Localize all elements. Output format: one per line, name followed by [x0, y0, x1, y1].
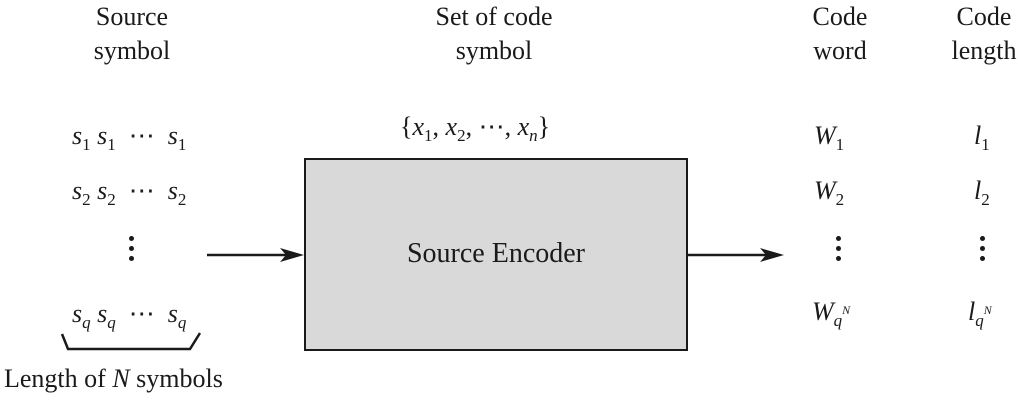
- set-sep-1: ,: [432, 112, 446, 141]
- seq-sub: q: [177, 313, 187, 332]
- code-word-sup: N: [842, 303, 851, 317]
- seq-sym: s: [97, 176, 108, 205]
- header-code-length-line2: length: [951, 36, 1017, 65]
- set-sub-2: 2: [457, 126, 466, 145]
- code-word-sym: W: [812, 297, 834, 326]
- brace-caption-suffix: symbols: [129, 364, 223, 393]
- set-var-2: x: [445, 112, 458, 141]
- header-code-word: Code word: [790, 0, 890, 68]
- header-source-symbol-line2: symbol: [93, 36, 171, 65]
- code-length-sym: l: [968, 297, 976, 326]
- set-var-1: x: [412, 112, 425, 141]
- set-ellipsis: ⋯: [478, 112, 505, 141]
- code-word-sub: 1: [835, 135, 845, 154]
- output-arrow: [686, 248, 784, 262]
- dot: [835, 246, 841, 251]
- code-length-vdots: [977, 236, 987, 266]
- brace-caption-var: N: [112, 364, 130, 393]
- code-length-2: l2: [974, 176, 990, 209]
- code-length-sub: 2: [981, 190, 990, 209]
- seq-sym: s: [72, 176, 83, 205]
- code-word-sub: 2: [835, 190, 845, 209]
- seq-sym: s: [167, 176, 178, 205]
- seq-sub: q: [107, 313, 116, 332]
- seq-sub: q: [82, 313, 91, 332]
- seq-sym: s: [167, 121, 178, 150]
- source-encoder-label: Source Encoder: [406, 238, 586, 269]
- set-sep-2: ,: [465, 112, 479, 141]
- dot: [979, 236, 985, 241]
- underbrace: [60, 332, 202, 351]
- header-source-symbol: Source symbol: [62, 0, 202, 68]
- seq-sym: s: [97, 121, 108, 150]
- seq-sym: s: [97, 299, 108, 328]
- brace-open: {: [400, 112, 413, 141]
- code-word-qN: WqN: [812, 297, 851, 330]
- source-vdots: [126, 236, 136, 266]
- header-source-symbol-line1: Source: [95, 2, 169, 31]
- source-sequence-q: sq sq ⋯ sq: [72, 299, 187, 332]
- header-code-word-line2: word: [813, 36, 867, 65]
- brace-close: }: [537, 112, 551, 141]
- seq-sub: 2: [177, 190, 187, 209]
- dot: [979, 246, 985, 251]
- seq-sym: s: [72, 121, 83, 150]
- set-sub-1: 1: [424, 126, 433, 145]
- seq-sym: s: [72, 299, 83, 328]
- set-var-n: x: [517, 112, 530, 141]
- dot: [128, 256, 134, 261]
- header-code-length: Code length: [934, 0, 1018, 68]
- brace-caption-prefix: Length of: [4, 364, 113, 393]
- seq-sym: s: [167, 299, 178, 328]
- set-sep-3: ,: [504, 112, 518, 141]
- code-length-1: l1: [974, 121, 990, 154]
- brace-caption: Length of N symbols: [4, 362, 274, 396]
- code-length-sym: l: [974, 176, 982, 205]
- code-word-vdots: [833, 236, 843, 266]
- code-length-qN: lqN: [968, 297, 992, 330]
- source-sequence-1: s1 s1 ⋯ s1: [72, 121, 187, 154]
- seq-sub: 1: [107, 135, 116, 154]
- dot: [835, 256, 841, 261]
- code-length-sub: q: [975, 311, 984, 330]
- seq-sub: 1: [177, 135, 187, 154]
- set-sub-n: n: [529, 126, 538, 145]
- code-word-2: W2: [814, 176, 845, 209]
- dot: [128, 246, 134, 251]
- seq-sub: 1: [82, 135, 91, 154]
- header-code-word-line1: Code: [812, 2, 868, 31]
- header-set-of-code-symbol-line1: Set of code: [435, 2, 553, 31]
- code-word-sym: W: [814, 176, 836, 205]
- input-arrow: [207, 248, 304, 262]
- seq-sub: 2: [82, 190, 91, 209]
- seq-ellipsis: ⋯: [128, 121, 155, 150]
- code-length-sup: N: [983, 303, 992, 317]
- code-length-sub: 1: [981, 135, 990, 154]
- header-code-length-line1: Code: [956, 2, 1012, 31]
- seq-sub: 2: [107, 190, 116, 209]
- code-length-sym: l: [974, 121, 982, 150]
- header-set-of-code-symbol: Set of code symbol: [404, 0, 584, 68]
- dot: [835, 236, 841, 241]
- dot: [979, 256, 985, 261]
- dot: [128, 236, 134, 241]
- source-sequence-2: s2 s2 ⋯ s2: [72, 176, 187, 209]
- seq-ellipsis: ⋯: [128, 299, 155, 328]
- seq-ellipsis: ⋯: [128, 176, 155, 205]
- code-word-sym: W: [814, 121, 836, 150]
- code-word-sub: q: [833, 311, 843, 330]
- code-word-1: W1: [814, 121, 845, 154]
- source-encoder-box: [304, 158, 688, 351]
- input-arrowhead-icon: [280, 248, 304, 262]
- output-arrowhead-icon: [760, 248, 784, 262]
- header-set-of-code-symbol-line2: symbol: [455, 36, 533, 65]
- code-symbol-set: {x1, x2, ⋯, xn}: [400, 112, 551, 145]
